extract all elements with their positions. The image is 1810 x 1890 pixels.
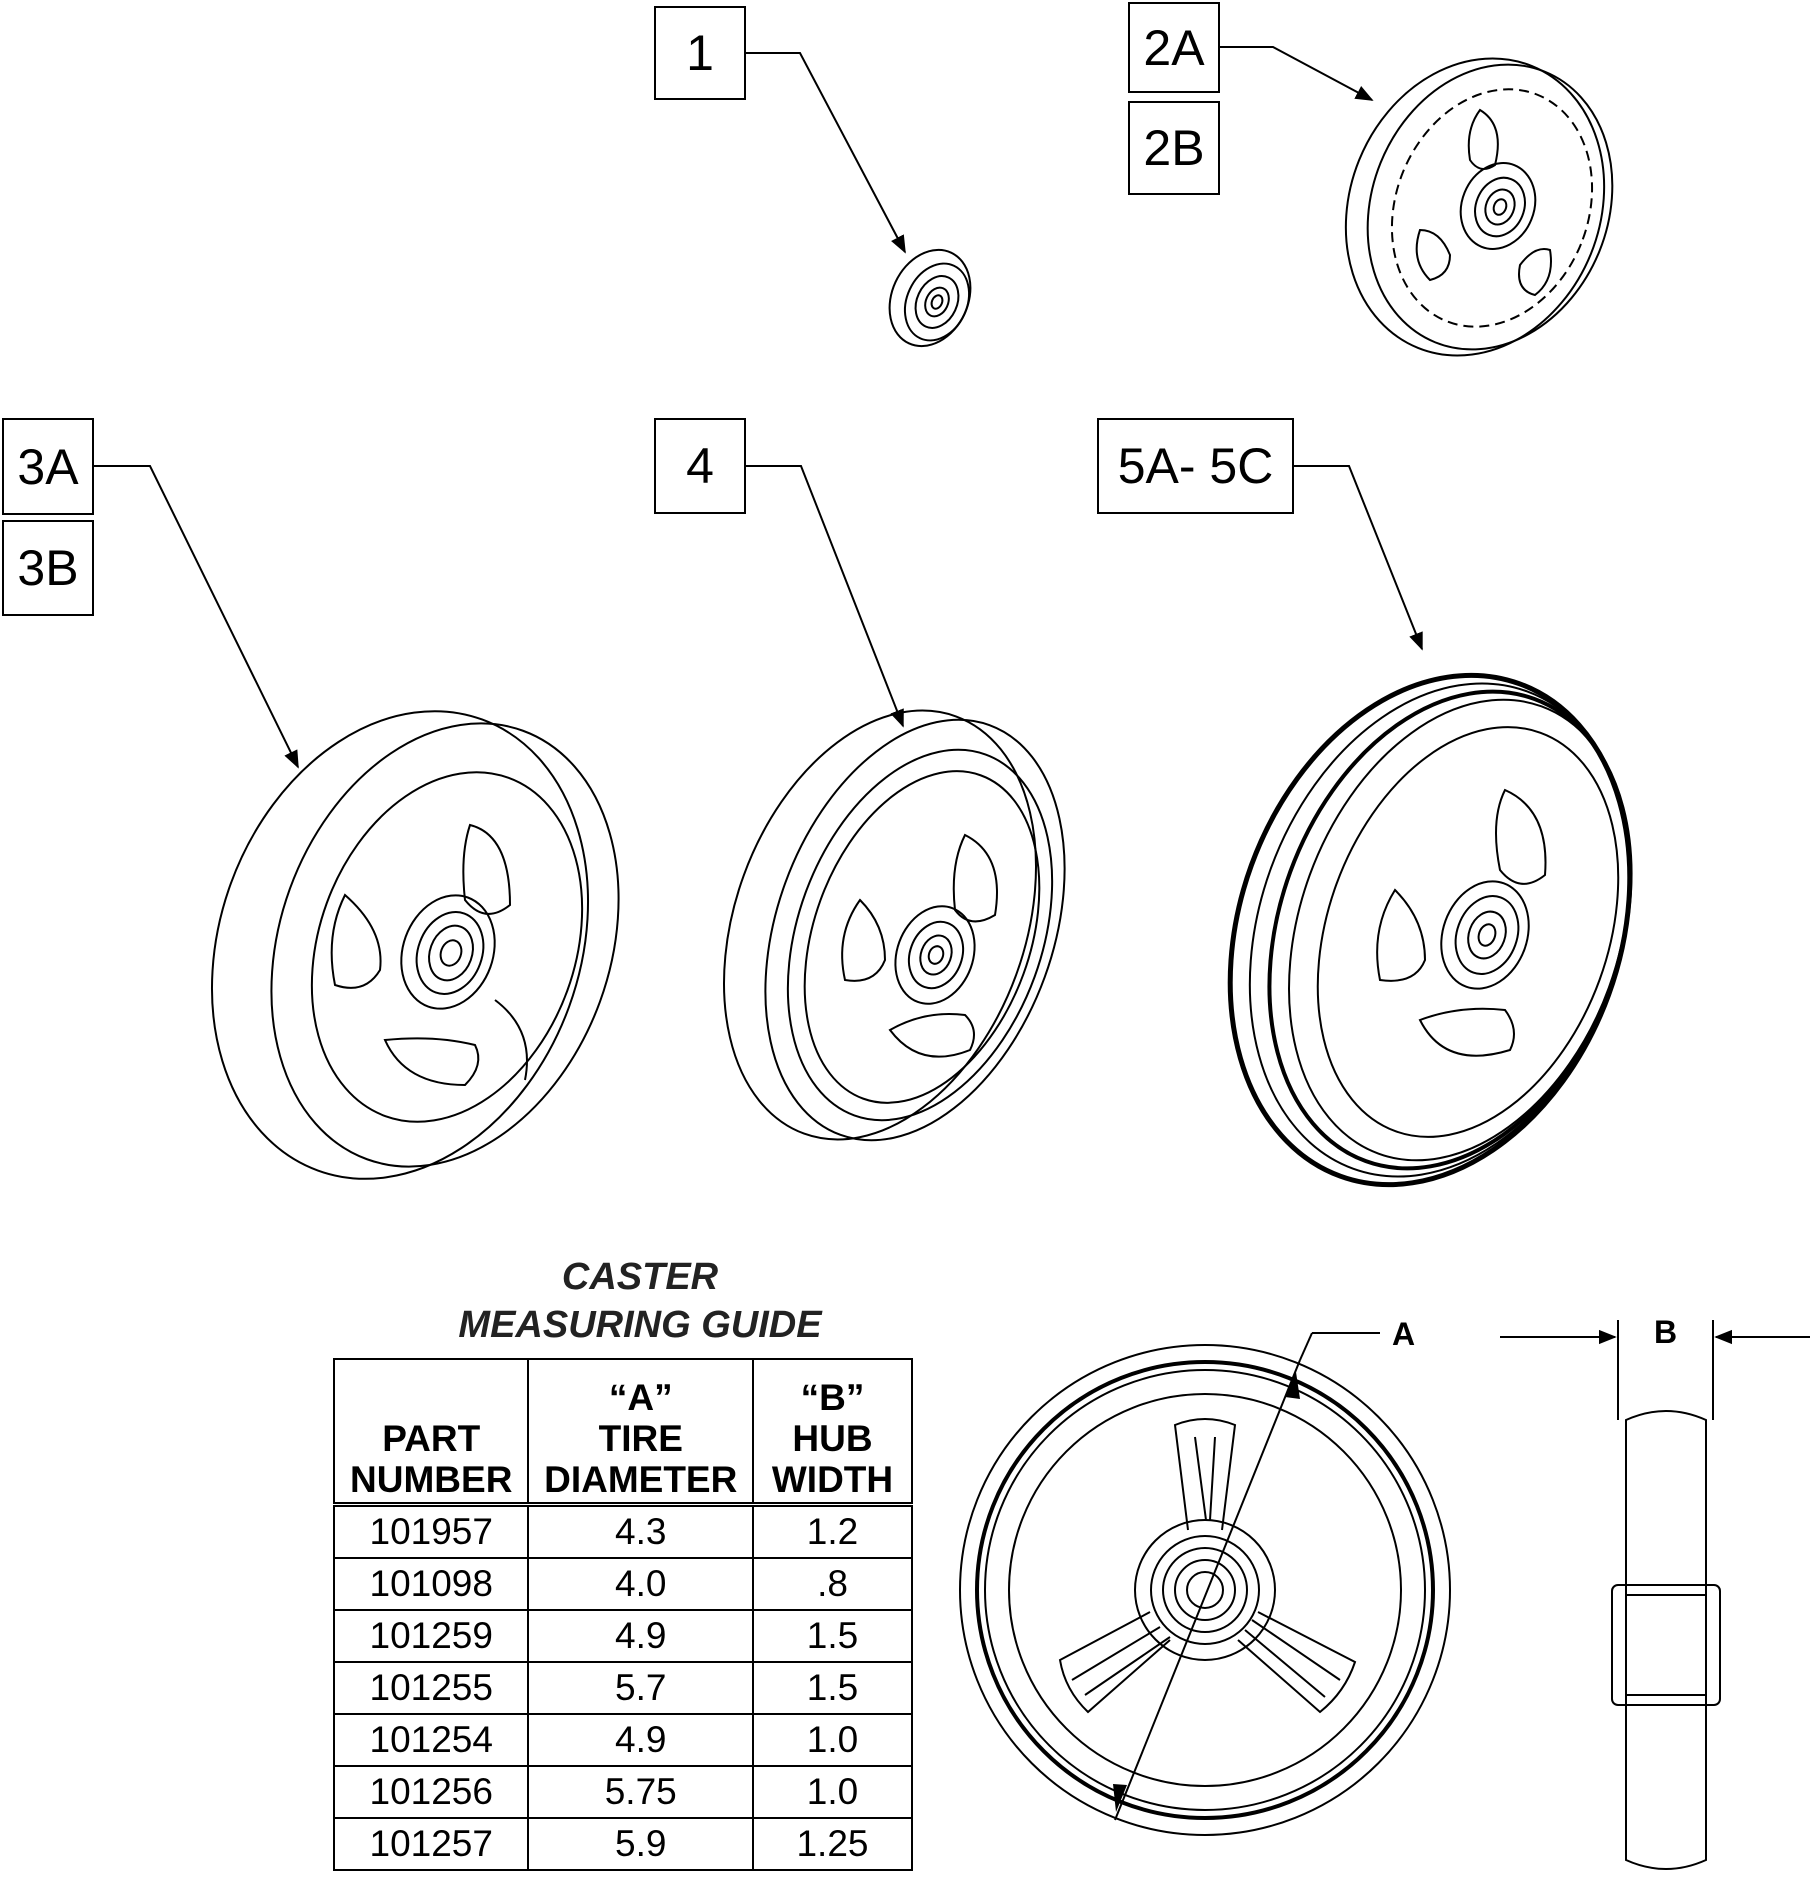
callout-item-4: 4 xyxy=(654,418,746,514)
cell-part-number: 101957 xyxy=(332,1503,530,1559)
table-row: 101254 4.9 1.0 xyxy=(332,1713,913,1767)
measuring-wheel-side-view xyxy=(1500,1320,1810,1870)
measuring-wheel-front-view xyxy=(959,1332,1451,1836)
table-row: 101257 5.9 1.25 xyxy=(332,1817,913,1871)
table-row: 101259 4.9 1.5 xyxy=(332,1609,913,1663)
callout-item-3b: 3B xyxy=(2,520,94,616)
table-row: 101256 5.75 1.0 xyxy=(332,1765,913,1819)
dimension-a-line xyxy=(1114,1359,1301,1821)
table-header-row: PART NUMBER “A” TIRE DIAMETER “B” HUB WI… xyxy=(332,1358,913,1507)
leader-lines xyxy=(94,46,1423,769)
cell-hub-width: 1.5 xyxy=(752,1609,913,1663)
cell-hub-width: 1.2 xyxy=(752,1503,913,1559)
cell-tire-diameter: 4.3 xyxy=(527,1503,754,1559)
cell-part-number: 101255 xyxy=(332,1661,530,1715)
header-tire-diameter: “A” TIRE DIAMETER xyxy=(527,1358,754,1507)
caster-wheel-5 xyxy=(1227,672,1633,1188)
callout-item-3a: 3A xyxy=(2,418,94,515)
table-row: 101255 5.7 1.5 xyxy=(332,1661,913,1715)
header-tire-line: TIRE xyxy=(598,1418,683,1459)
header-a-marker: “A” xyxy=(608,1377,673,1418)
header-hub-line: HUB xyxy=(792,1418,873,1459)
callout-item-2a: 2A xyxy=(1128,2,1220,93)
cell-tire-diameter: 4.9 xyxy=(527,1713,754,1767)
header-b-marker: “B” xyxy=(800,1377,865,1418)
header-number-line: NUMBER xyxy=(350,1459,513,1500)
cell-hub-width: 1.0 xyxy=(752,1765,913,1819)
header-diameter-line: DIAMETER xyxy=(544,1459,738,1500)
dimension-a-label: A xyxy=(1392,1316,1416,1352)
callout-item-5a-5c: 5A- 5C xyxy=(1097,418,1294,514)
bearing-part-1 xyxy=(888,248,972,348)
cell-part-number: 101098 xyxy=(332,1557,530,1611)
cell-tire-diameter: 5.75 xyxy=(527,1765,754,1819)
header-part-line: PART xyxy=(382,1418,481,1459)
cell-hub-width: .8 xyxy=(752,1557,913,1611)
table-row: 101098 4.0 .8 xyxy=(332,1557,913,1611)
measuring-guide-table: PART NUMBER “A” TIRE DIAMETER “B” HUB WI… xyxy=(332,1358,913,1871)
dimension-b-label: B xyxy=(1654,1314,1678,1350)
cell-hub-width: 1.25 xyxy=(752,1817,913,1871)
guide-title: CASTER MEASURING GUIDE xyxy=(430,1253,850,1349)
caster-wheel-4 xyxy=(723,709,1066,1142)
guide-title-line1: CASTER xyxy=(561,1256,719,1298)
callout-item-2b: 2B xyxy=(1128,101,1220,195)
header-width-line: WIDTH xyxy=(771,1459,894,1500)
cell-part-number: 101254 xyxy=(332,1713,530,1767)
cell-part-number: 101256 xyxy=(332,1765,530,1819)
cell-hub-width: 1.5 xyxy=(752,1661,913,1715)
cell-tire-diameter: 5.7 xyxy=(527,1661,754,1715)
cell-tire-diameter: 4.0 xyxy=(527,1557,754,1611)
cell-hub-width: 1.0 xyxy=(752,1713,913,1767)
header-hub-width: “B” HUB WIDTH xyxy=(752,1358,913,1507)
cell-part-number: 101259 xyxy=(332,1609,530,1663)
cell-tire-diameter: 5.9 xyxy=(527,1817,754,1871)
table-row: 101957 4.3 1.2 xyxy=(332,1503,913,1559)
caster-wheel-3 xyxy=(210,710,620,1180)
header-part-number: PART NUMBER xyxy=(332,1358,530,1507)
cell-part-number: 101257 xyxy=(332,1817,530,1871)
cell-tire-diameter: 4.9 xyxy=(527,1609,754,1663)
callout-item-1: 1 xyxy=(654,6,746,100)
small-caster-wheel-2 xyxy=(1344,57,1614,357)
guide-title-line2: MEASURING GUIDE xyxy=(458,1304,822,1346)
